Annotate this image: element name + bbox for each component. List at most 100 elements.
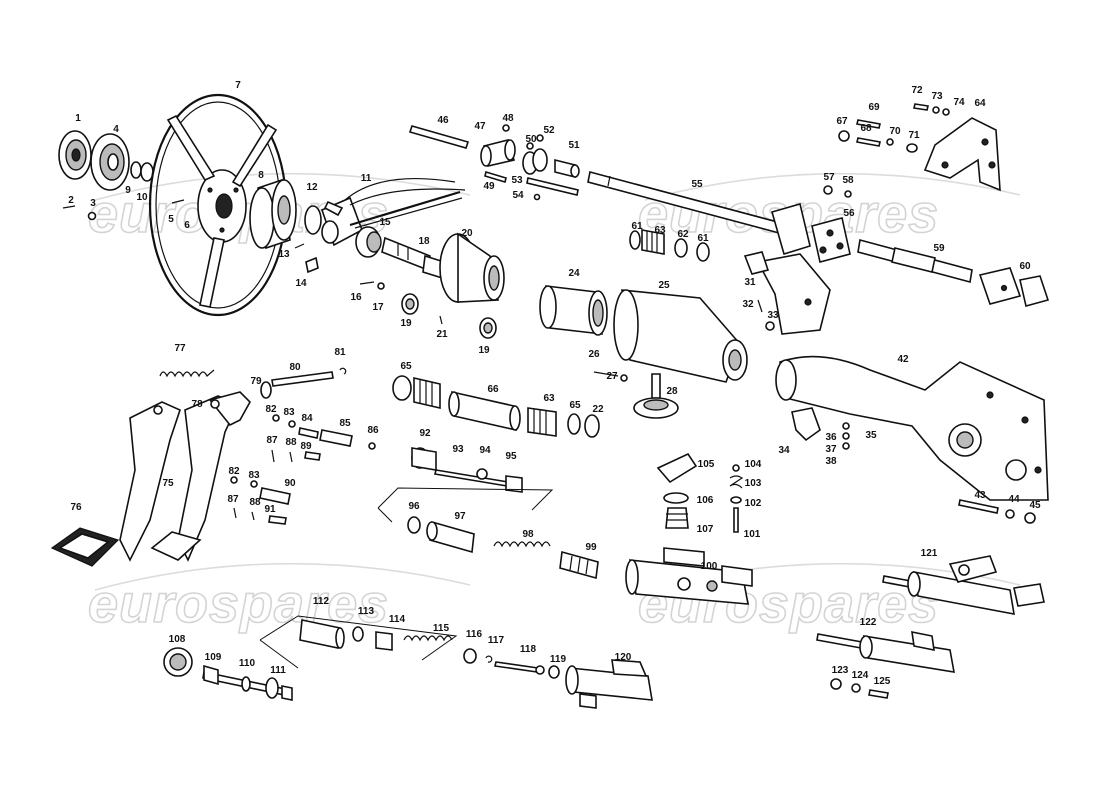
callout-label: 100 bbox=[701, 561, 718, 572]
callout-label: 61 bbox=[697, 233, 709, 244]
clevis-drawing bbox=[298, 427, 319, 439]
column-bracket-drawing bbox=[743, 251, 831, 335]
callout-label: 19 bbox=[478, 345, 490, 356]
callout-label: 7 bbox=[235, 80, 241, 91]
switch-assembly-drawing bbox=[321, 177, 466, 247]
nut-drawing bbox=[130, 161, 142, 179]
bolt-drawing bbox=[913, 103, 929, 111]
washer-drawing bbox=[230, 476, 238, 484]
mounting-bracket-drawing bbox=[923, 117, 1001, 192]
lower-housing-group bbox=[743, 251, 1049, 524]
nut-drawing bbox=[368, 442, 376, 450]
pin-drawing bbox=[271, 449, 275, 463]
nut-drawing bbox=[1024, 512, 1036, 524]
washer-drawing bbox=[265, 677, 279, 699]
callout-label: 113 bbox=[358, 606, 375, 617]
callout-label: 112 bbox=[313, 596, 330, 607]
callout-label: 84 bbox=[301, 413, 313, 424]
callout-label: 25 bbox=[658, 280, 670, 291]
pedal-pad-drawing bbox=[150, 531, 202, 561]
washer-drawing bbox=[288, 420, 296, 428]
ring-drawing bbox=[629, 230, 641, 250]
cup-drawing bbox=[375, 631, 393, 651]
nut-drawing bbox=[241, 676, 251, 692]
callout-label: 65 bbox=[569, 400, 581, 411]
callout-label: 125 bbox=[874, 676, 891, 687]
screw-drawing bbox=[439, 315, 443, 325]
master-cylinder-group bbox=[377, 447, 753, 605]
callout-label: 81 bbox=[334, 347, 346, 358]
callout-label: 76 bbox=[70, 502, 82, 513]
washer-drawing bbox=[250, 480, 258, 488]
callout-label: 14 bbox=[295, 278, 307, 289]
callout-label: 124 bbox=[852, 670, 869, 681]
ring-drawing bbox=[567, 413, 581, 435]
callout-label: 56 bbox=[843, 208, 855, 219]
push-rod-drawing bbox=[434, 469, 509, 487]
washer-drawing bbox=[932, 106, 940, 114]
spring-drawing bbox=[493, 541, 551, 548]
callout-label: 104 bbox=[745, 459, 762, 470]
callout-label: 71 bbox=[908, 130, 920, 141]
callout-label: 54 bbox=[512, 190, 524, 201]
callout-label: 88 bbox=[249, 497, 261, 508]
callout-label: 12 bbox=[306, 182, 318, 193]
seal-drawing bbox=[352, 626, 364, 642]
callout-label: 20 bbox=[461, 228, 473, 239]
bolt-drawing bbox=[958, 499, 999, 514]
callout-label: 72 bbox=[911, 85, 923, 96]
washer-drawing bbox=[1005, 509, 1015, 519]
callout-label: 61 bbox=[631, 221, 643, 232]
washer-drawing bbox=[842, 442, 850, 450]
callout-label: 5 bbox=[168, 214, 174, 225]
screw-drawing bbox=[62, 205, 76, 209]
screw-drawing bbox=[294, 243, 305, 249]
bracket-group bbox=[838, 103, 1001, 192]
callout-label: 38 bbox=[825, 456, 837, 467]
callout-label: 98 bbox=[522, 529, 534, 540]
piston-drawing bbox=[299, 619, 341, 649]
nut-drawing bbox=[823, 185, 833, 195]
nut-drawing bbox=[830, 678, 842, 690]
bolt-drawing bbox=[856, 119, 881, 129]
callout-label: 73 bbox=[931, 91, 943, 102]
clutch-slave-cylinder-drawing bbox=[859, 630, 955, 673]
clip-drawing bbox=[305, 256, 319, 274]
spring-drawing bbox=[729, 475, 744, 489]
washer-drawing bbox=[942, 108, 950, 116]
callout-label: 78 bbox=[191, 399, 203, 410]
callout-label: 91 bbox=[264, 504, 276, 515]
washer-drawing bbox=[377, 282, 385, 290]
pedal-shaft-drawing bbox=[271, 371, 334, 387]
callout-label: 74 bbox=[953, 97, 965, 108]
callout-label: 55 bbox=[691, 179, 703, 190]
callout-label: 108 bbox=[169, 634, 186, 645]
needle-bearing-drawing bbox=[413, 376, 441, 410]
washer-drawing bbox=[87, 211, 97, 221]
callout-label: 47 bbox=[474, 121, 486, 132]
nut-drawing bbox=[463, 648, 477, 664]
callout-label: 28 bbox=[666, 386, 678, 397]
upper-column-group bbox=[294, 177, 505, 339]
callout-label: 68 bbox=[860, 123, 872, 134]
callout-label: 17 bbox=[372, 302, 384, 313]
clutch-cylinder-group bbox=[816, 555, 1045, 699]
washer-drawing bbox=[851, 683, 861, 693]
callout-label: 26 bbox=[588, 349, 600, 360]
callout-label: 99 bbox=[585, 542, 597, 553]
slave-cylinder-group bbox=[163, 615, 653, 709]
outer-tube-drawing bbox=[539, 285, 608, 336]
nut-drawing bbox=[838, 130, 850, 142]
washer-drawing bbox=[842, 422, 850, 430]
callout-label: 109 bbox=[205, 652, 222, 663]
callout-label: 92 bbox=[419, 428, 431, 439]
callout-label: 10 bbox=[136, 192, 148, 203]
washer-drawing bbox=[620, 374, 628, 382]
washer-drawing bbox=[730, 496, 742, 504]
callout-label: 36 bbox=[825, 432, 837, 443]
horn-button-drawing bbox=[58, 130, 92, 180]
bearing-row-group bbox=[392, 375, 600, 438]
callout-label: 43 bbox=[974, 490, 986, 501]
callout-label: 122 bbox=[860, 617, 877, 628]
slave-cylinder-body-drawing bbox=[565, 659, 653, 709]
